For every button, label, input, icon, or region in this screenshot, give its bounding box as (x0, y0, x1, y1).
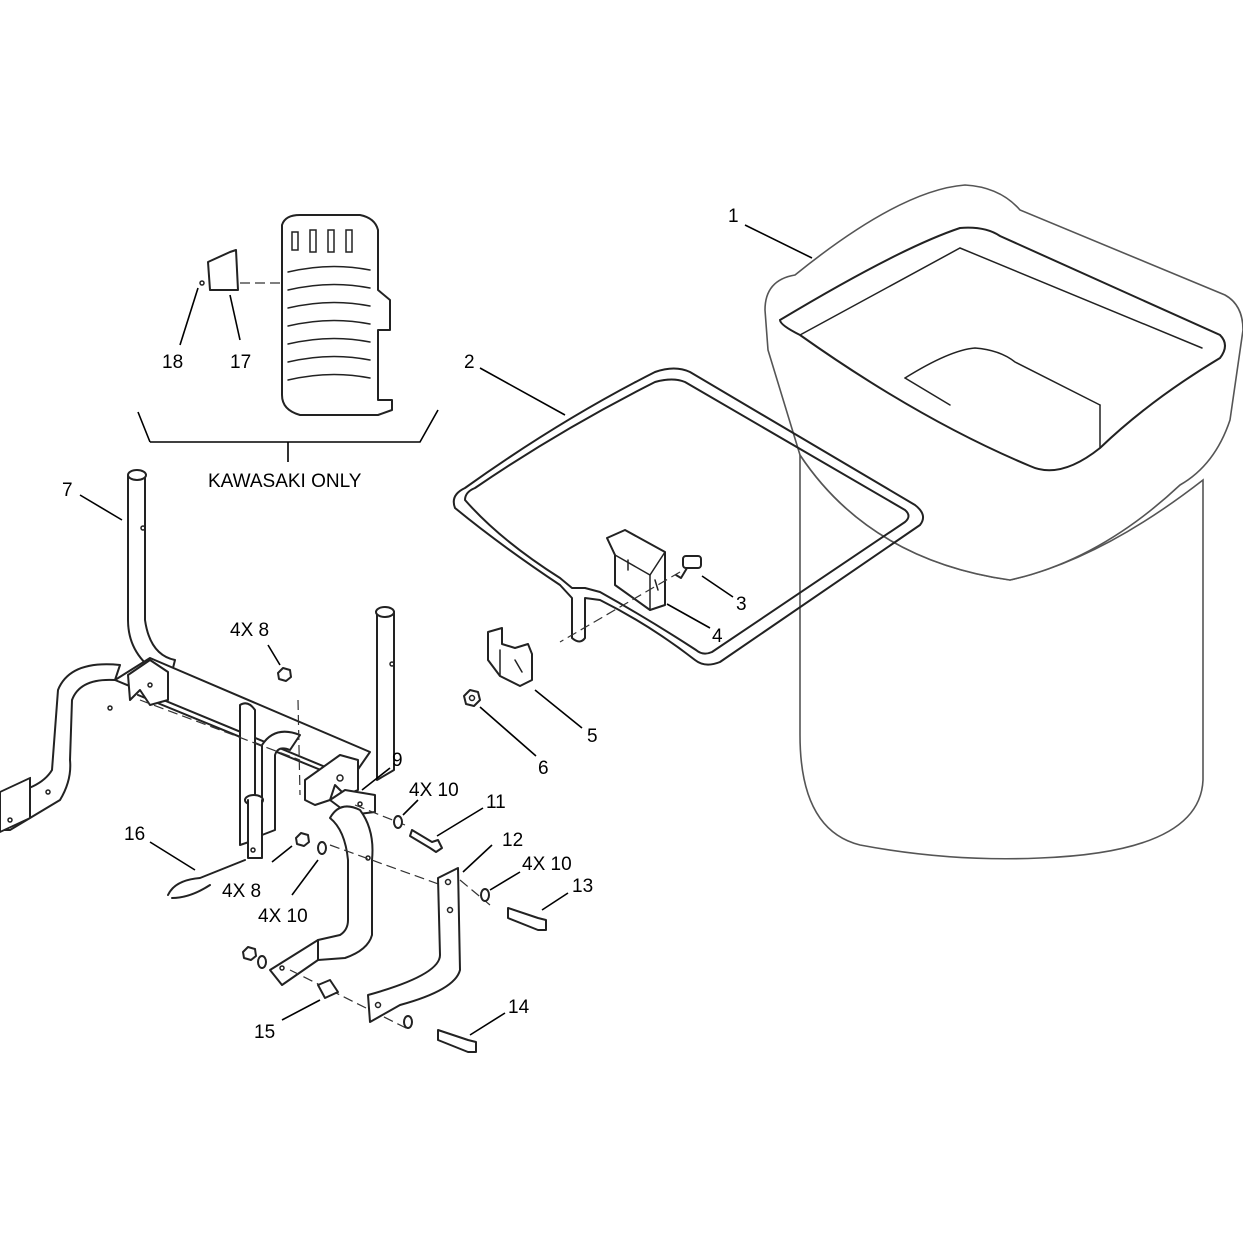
callout-3: 3 (736, 594, 747, 615)
kawasaki-guard-inset (137, 214, 439, 462)
callout-9: 9 (392, 750, 403, 771)
hopper-part-1 (764, 184, 1243, 860)
callout-6: 6 (538, 758, 549, 779)
callout-1: 1 (728, 206, 739, 227)
hairpin-part-16 (167, 859, 246, 899)
nut-washer-small-parts (242, 667, 490, 1029)
bolt-part-11 (409, 829, 443, 853)
clamp-plate-part-5 (487, 627, 533, 687)
spacer-part-15 (317, 979, 339, 999)
leader-lines (79, 224, 813, 1036)
bracket-part-4 (606, 529, 666, 611)
callout-5: 5 (587, 726, 598, 747)
callout-16: 16 (124, 824, 145, 845)
callout-18: 18 (162, 352, 183, 373)
callout-4x8-top: 4X 8 (230, 620, 269, 641)
callout-4x10-b: 4X 10 (522, 854, 572, 875)
callout-2: 2 (464, 352, 475, 373)
bolt-part-3 (559, 555, 702, 643)
bolt-part-14 (437, 1029, 477, 1053)
callout-13: 13 (572, 876, 593, 897)
bolt-part-13 (507, 907, 547, 931)
callout-12: 12 (502, 830, 523, 851)
callout-7: 7 (62, 480, 73, 501)
inset-label: KAWASAKI ONLY (208, 471, 362, 492)
callout-4x10-a: 4X 10 (409, 780, 459, 801)
callout-4x8-bottom: 4X 8 (222, 881, 261, 902)
callout-15: 15 (254, 1022, 275, 1043)
plate-part-12 (367, 867, 461, 1023)
callout-labels: 1 2 3 4 5 6 7 4X 8 9 4X 10 11 12 4X 10 1… (62, 206, 747, 1043)
wire-frame-part-2 (452, 367, 925, 666)
callout-4: 4 (712, 626, 723, 647)
callout-17: 17 (230, 352, 251, 373)
nut-part-6 (463, 689, 481, 707)
callout-14: 14 (508, 997, 530, 1018)
callout-11: 11 (486, 792, 506, 813)
callout-4x10-c: 4X 10 (258, 906, 308, 927)
hitch-assembly (0, 469, 491, 1031)
